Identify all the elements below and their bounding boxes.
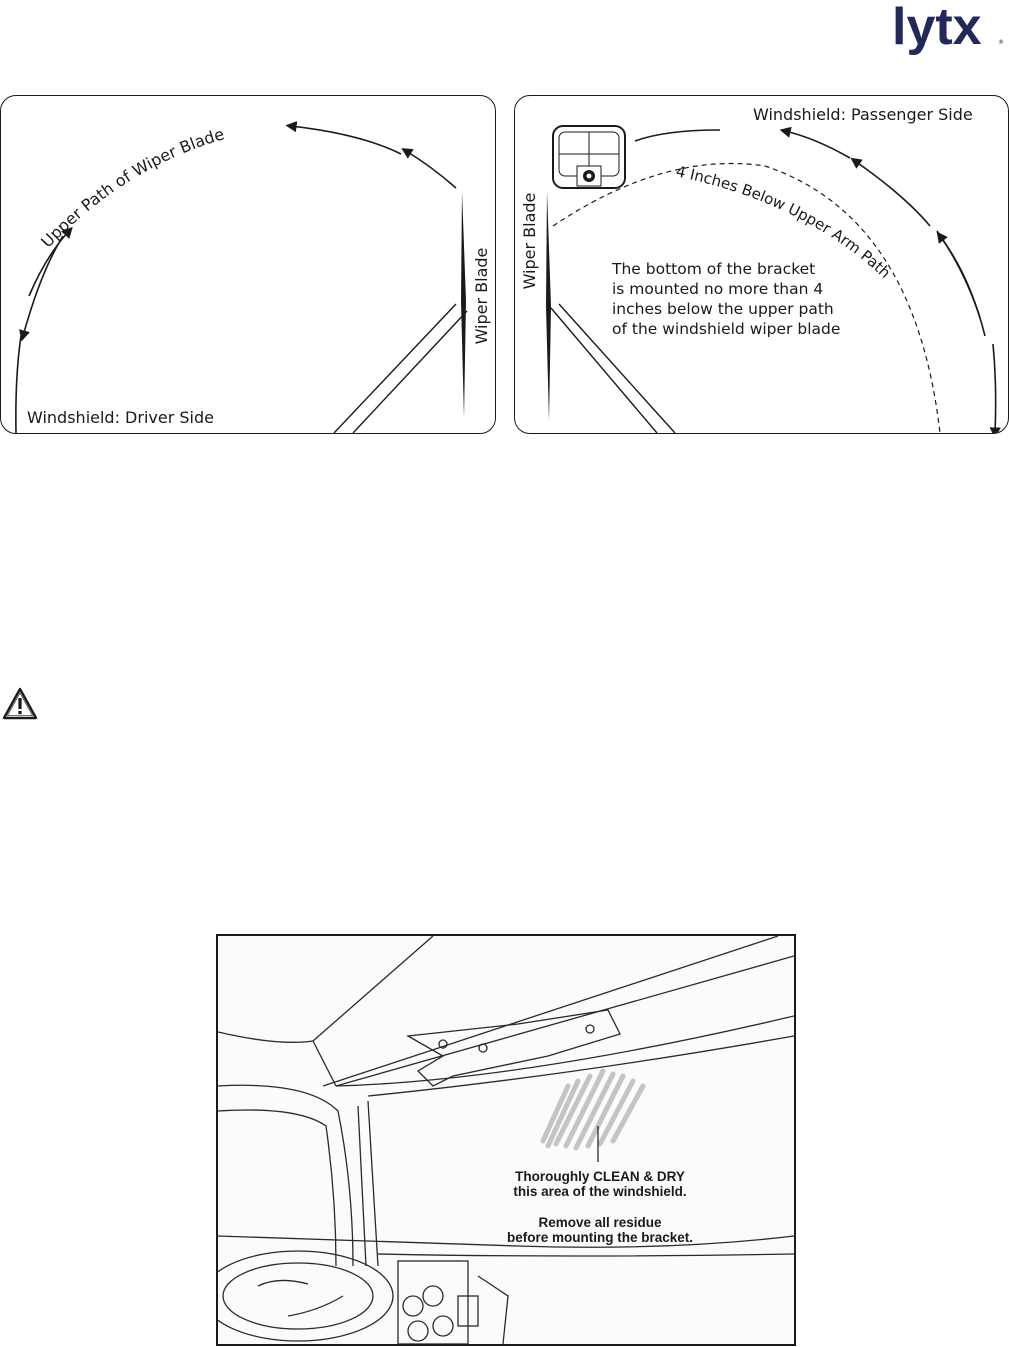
wiper-arm bbox=[550, 303, 676, 433]
wiper-blade-shape bbox=[461, 191, 466, 418]
clean-line: Thoroughly CLEAN & DRY bbox=[515, 1169, 685, 1184]
clean-line: this area of the windshield. bbox=[513, 1184, 687, 1199]
dashed-limit-arc bbox=[552, 162, 941, 433]
clean-instruction: Thoroughly CLEAN & DRY this area of the … bbox=[480, 1169, 720, 1199]
wiper-upper-path-arc bbox=[634, 126, 1001, 433]
note-line: inches below the upper path bbox=[612, 300, 834, 318]
camera-bracket-device bbox=[552, 125, 626, 189]
wiper-arm bbox=[333, 303, 468, 433]
wiper-blade-label: Wiper Blade bbox=[520, 193, 539, 290]
cab-interior-illustration: Thoroughly CLEAN & DRY this area of the … bbox=[216, 934, 796, 1346]
passenger-side-label: Windshield: Passenger Side bbox=[753, 105, 973, 124]
passenger-side-diagram: Windshield: Passenger Side 4 Inches Belo… bbox=[514, 95, 1009, 434]
logo-text: lytx bbox=[892, 0, 982, 56]
lytx-logo: lytx ® bbox=[888, 0, 1006, 62]
note-line: of the windshield wiper blade bbox=[612, 320, 840, 338]
residue-instruction: Remove all residue before mounting the b… bbox=[480, 1215, 720, 1245]
wiper-blade-label: Wiper Blade bbox=[472, 248, 491, 345]
bracket-note: The bottom of the bracket is mounted no … bbox=[611, 260, 840, 338]
note-line: The bottom of the bracket bbox=[611, 260, 815, 278]
wiper-blade-shape bbox=[546, 191, 551, 421]
driver-side-diagram: Upper Path of Wiper Blade Wiper Blade Wi… bbox=[0, 95, 496, 434]
clean-area-marking bbox=[540, 1068, 646, 1151]
driver-side-label: Windshield: Driver Side bbox=[27, 408, 214, 427]
svg-text:®: ® bbox=[998, 39, 1004, 46]
note-line: is mounted no more than 4 bbox=[612, 280, 823, 298]
residue-line: Remove all residue bbox=[538, 1215, 662, 1230]
residue-line: before mounting the bracket. bbox=[506, 1230, 694, 1245]
wiper-upper-path-arc bbox=[15, 121, 457, 433]
warning-triangle-icon bbox=[2, 686, 38, 722]
arc-label: Upper Path of Wiper Blade bbox=[37, 124, 226, 251]
